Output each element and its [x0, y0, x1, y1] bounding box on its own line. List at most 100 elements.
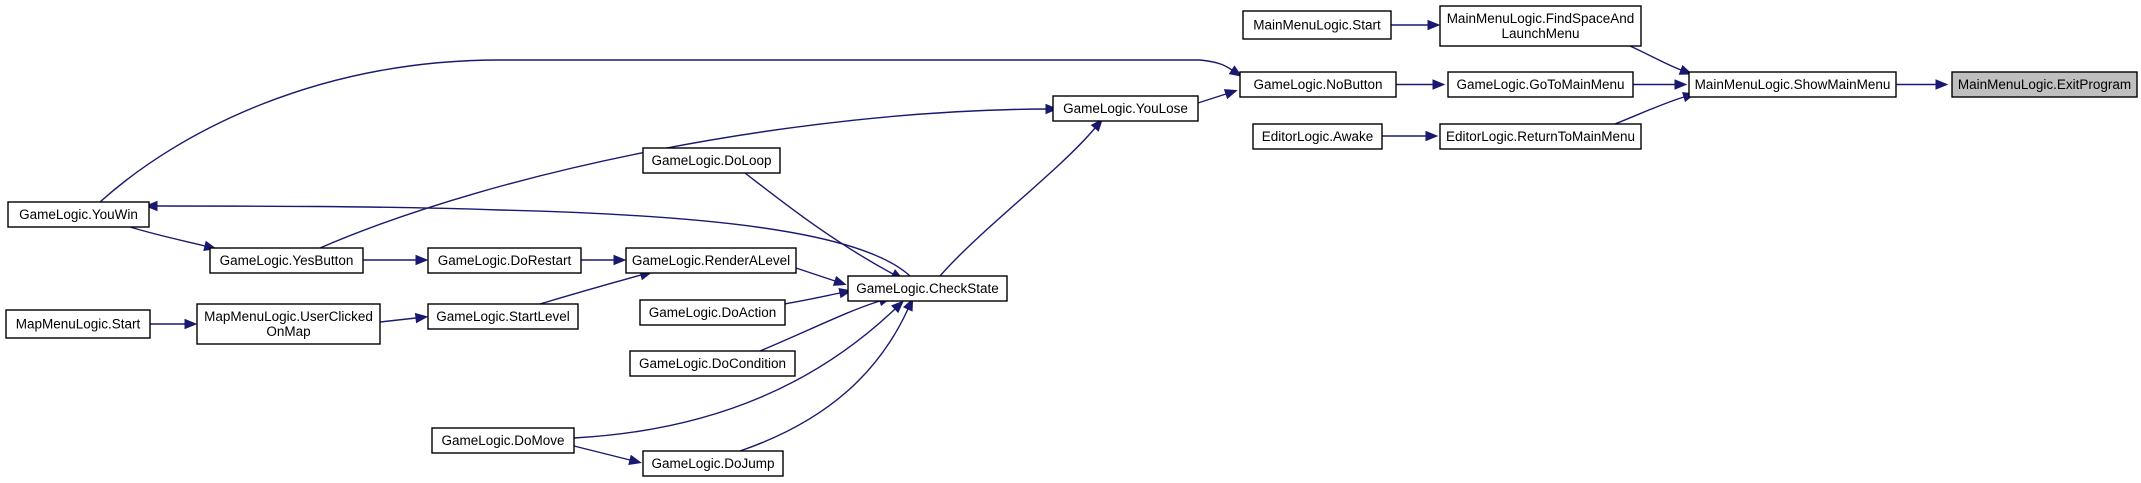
- node-youlose[interactable]: GameLogic.YouLose: [1052, 95, 1199, 122]
- edge-arrowhead: [414, 312, 429, 324]
- edge-arrowhead: [1432, 79, 1446, 90]
- edge-line: [939, 127, 1096, 277]
- node-exit[interactable]: MainMenuLogic.ExitProgram: [1951, 71, 2138, 98]
- edge-line: [795, 267, 836, 282]
- node-label: GameLogic.DoRestart: [438, 253, 572, 268]
- node-box: [427, 303, 579, 330]
- edge-mmstart-to-findspace: [1391, 19, 1441, 31]
- edge-arrowhead: [613, 254, 627, 266]
- node-returnmain[interactable]: EditorLogic.ReturnToMainMenu: [1439, 123, 1642, 150]
- edge-line: [379, 317, 417, 323]
- node-yesbutton[interactable]: GameLogic.YesButton: [209, 247, 364, 274]
- node-renderlevel[interactable]: GameLogic.RenderALevel: [625, 247, 797, 274]
- node-box: [625, 247, 797, 274]
- edge-line: [573, 308, 896, 439]
- node-dorestart[interactable]: GameLogic.DoRestart: [427, 247, 582, 274]
- node-label: GameLogic.YouLose: [1063, 101, 1188, 116]
- node-showmain[interactable]: MainMenuLogic.ShowMainMenu: [1688, 71, 1897, 98]
- node-label: GameLogic.StartLevel: [436, 309, 570, 324]
- node-box: [1239, 71, 1397, 98]
- node-startlevel[interactable]: GameLogic.StartLevel: [427, 303, 579, 330]
- node-nobutton[interactable]: GameLogic.NoButton: [1239, 71, 1397, 98]
- node-doloop[interactable]: GameLogic.DoLoop: [642, 147, 781, 174]
- node-label: OnMap: [266, 324, 310, 339]
- edge-userclicked-to-startlevel: [379, 312, 429, 324]
- node-docondition[interactable]: GameLogic.DoCondition: [629, 350, 796, 377]
- node-label: GameLogic.YesButton: [220, 253, 354, 268]
- node-label: GameLogic.DoLoop: [651, 153, 771, 168]
- edge-arrowhead: [832, 275, 847, 286]
- node-label: MainMenuLogic.ShowMainMenu: [1695, 77, 1891, 92]
- node-gotomain[interactable]: GameLogic.GoToMainMenu: [1447, 71, 1634, 98]
- edge-renderlevel-to-checkstate: [795, 267, 847, 286]
- edge-domove-to-checkstate: [573, 300, 904, 439]
- node-label: MapMenuLogic.UserClicked: [204, 309, 373, 324]
- edge-line: [739, 308, 909, 452]
- edge-line: [1197, 93, 1227, 104]
- node-label: GameLogic.DoJump: [651, 456, 774, 471]
- node-label: GameLogic.YouWin: [19, 207, 138, 222]
- edge-arrowhead: [1228, 65, 1243, 77]
- edge-gotomain-to-showmain: [1633, 79, 1688, 90]
- node-box: [427, 247, 582, 274]
- edge-arrowhead: [1223, 89, 1238, 100]
- edge-youwin-to-yesbutton: [129, 226, 217, 251]
- node-box: [7, 201, 150, 228]
- edge-findspace-to-showmain: [1629, 45, 1693, 75]
- node-domove[interactable]: GameLogic.DoMove: [431, 427, 575, 454]
- edge-checkstate-to-youlose: [939, 118, 1103, 277]
- node-awake[interactable]: EditorLogic.Awake: [1252, 123, 1383, 150]
- node-dojump[interactable]: GameLogic.DoJump: [642, 450, 784, 477]
- node-box: [1951, 71, 2138, 98]
- node-label: MainMenuLogic.ExitProgram: [1958, 77, 2131, 92]
- edge-yesbutton-to-youlose: [319, 103, 1059, 249]
- edge-line: [539, 274, 642, 305]
- node-mapstart[interactable]: MapMenuLogic.Start: [5, 309, 151, 339]
- node-box: [1252, 123, 1383, 150]
- edge-line: [129, 226, 206, 247]
- node-box: [847, 275, 1008, 302]
- edge-arrowhead: [628, 454, 642, 465]
- node-box: [1242, 10, 1392, 40]
- node-mmstart[interactable]: MainMenuLogic.Start: [1242, 10, 1392, 40]
- edge-youwin-to-nobutton: [99, 59, 1243, 203]
- edge-nobutton-to-gotomain: [1396, 79, 1446, 90]
- edge-showmain-to-exit: [1896, 79, 1949, 90]
- edge-mapstart-to-userclicked: [150, 318, 198, 330]
- node-box: [209, 247, 364, 274]
- edge-line: [573, 445, 631, 461]
- node-box: [642, 147, 781, 174]
- edge-yesbutton-to-dorestart: [363, 254, 429, 266]
- node-label: GameLogic.GoToMainMenu: [1456, 77, 1624, 92]
- edge-arrowhead: [1090, 118, 1103, 132]
- edge-line: [156, 205, 911, 277]
- edge-arrowhead: [1674, 79, 1688, 90]
- edge-arrowhead: [415, 254, 429, 266]
- node-label: EditorLogic.ReturnToMainMenu: [1446, 129, 1635, 144]
- node-checkstate[interactable]: GameLogic.CheckState: [847, 275, 1008, 302]
- node-doaction[interactable]: GameLogic.DoAction: [639, 299, 786, 326]
- node-label: GameLogic.DoMove: [441, 433, 564, 448]
- edge-dorestart-to-renderlevel: [581, 254, 627, 266]
- edge-domove-to-dojump: [573, 445, 642, 465]
- edge-startlevel-to-renderlevel: [539, 270, 653, 305]
- edge-line: [1614, 96, 1685, 125]
- node-label: GameLogic.RenderALevel: [632, 253, 790, 268]
- node-label: MapMenuLogic.Start: [16, 317, 141, 332]
- edge-line: [759, 300, 881, 352]
- node-label: GameLogic.CheckState: [856, 281, 999, 296]
- node-box: [1439, 5, 1642, 47]
- node-box: [1688, 71, 1897, 98]
- edge-line: [319, 108, 1047, 249]
- node-label: GameLogic.NoButton: [1253, 77, 1382, 92]
- node-box: [196, 303, 381, 345]
- edge-arrowhead: [1425, 130, 1439, 142]
- edge-line: [99, 59, 1233, 203]
- node-youwin[interactable]: GameLogic.YouWin: [7, 201, 150, 228]
- node-box: [639, 299, 786, 326]
- edges-layer: [99, 19, 1949, 465]
- node-box: [1447, 71, 1634, 98]
